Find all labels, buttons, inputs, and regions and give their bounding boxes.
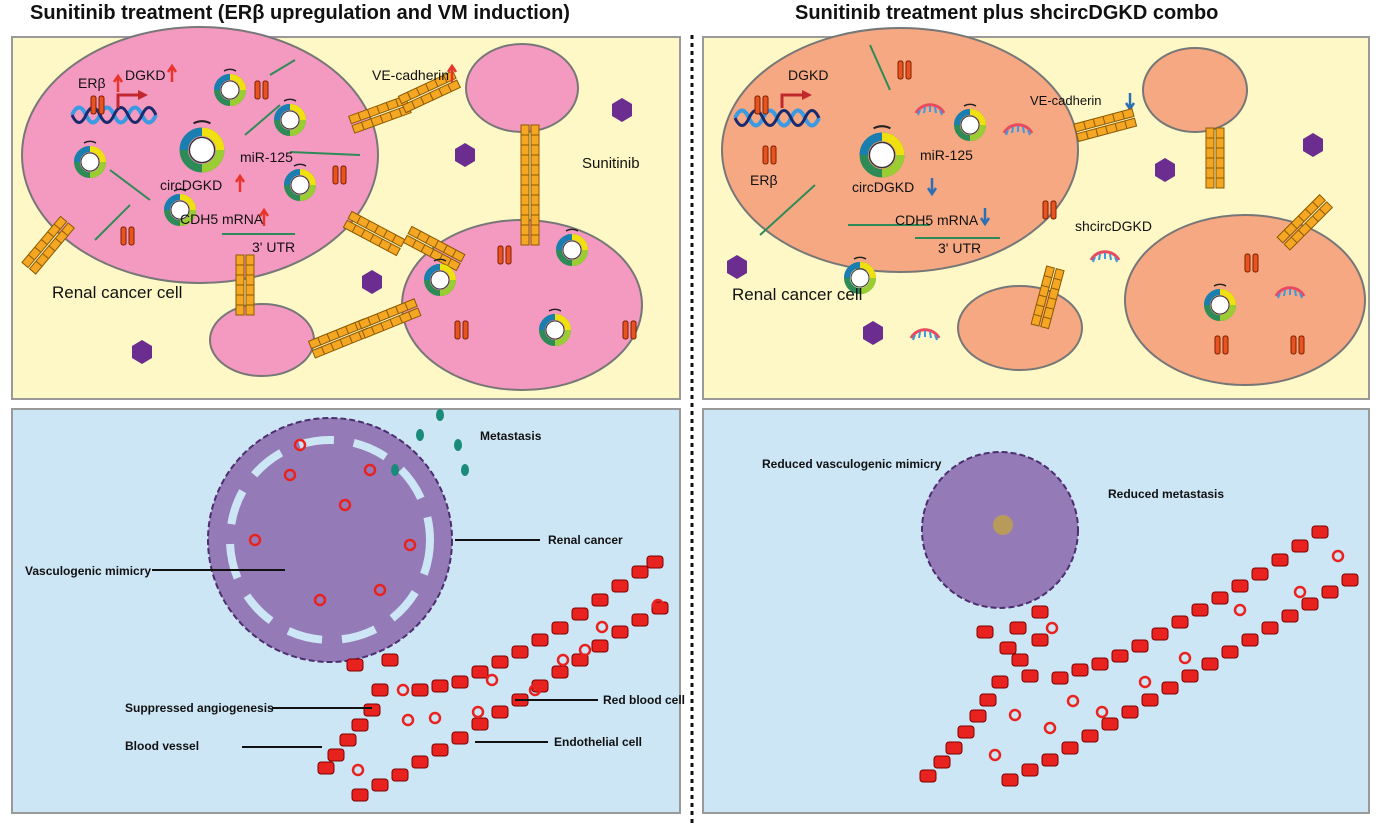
left-mirna-strand-2 [289,151,361,156]
left-dna-helix [70,105,158,125]
left-mirna-strand-4 [94,204,131,241]
right-promoter-arrowhead-icon [802,90,812,100]
right-promoter-arrow-icon [780,93,802,108]
right-label-erb: ERβ [750,172,778,188]
left-vecadherin-up-arrow-icon [446,63,458,82]
right-label-renal-cell: Renal cancer cell [732,285,862,304]
left-label-erb: ERβ [78,75,106,91]
left-label-vessel: Blood vessel [125,739,199,753]
right-label-utr: 3' UTR [938,240,981,256]
left-mirna-strand-5 [269,59,296,76]
right-label-reduced-meta: Reduced metastasis [1108,487,1224,501]
left-cell-bottom-small [209,303,315,377]
left-tumor-mass [207,417,453,663]
left-small-cell-top [465,43,579,133]
left-dgkd-up-arrow-icon [166,63,178,82]
left-label-rbc: Red blood cell [603,693,685,707]
right-cdh5-down-arrow-icon [979,208,991,227]
left-label-vm: Vasculogenic mimicry [25,564,151,578]
right-label-cdh5: CDH5 mRNA [895,212,979,228]
right-label-mir125: miR-125 [920,147,973,163]
right-tumor-mass [921,451,1079,609]
left-label-utr: 3' UTR [252,239,295,255]
right-mirna-strand-2 [759,184,816,236]
left-label-renal-cancer: Renal cancer [548,533,623,547]
right-dna-helix [733,108,821,128]
left-label-suppressed: Suppressed angiogenesis [125,701,274,715]
left-circdgkd-up-arrow-icon [234,173,246,192]
left-label-cdh5: CDH5 mRNA [180,211,264,227]
left-label-vecadherin: VE-cadherin [372,67,449,83]
right-cell-bottom-small [957,285,1083,371]
left-mirna-strand-3 [109,169,151,201]
left-label-circdgkd: circDGKD [160,177,222,193]
left-erb-up-arrow-icon [112,73,124,92]
right-circdgkd-down-arrow-icon [926,178,938,197]
left-label-renal-cell: Renal cancer cell [52,283,182,302]
left-label-metastasis: Metastasis [480,429,542,443]
right-mirna-strand [869,44,891,91]
right-label-circdgkd: circDGKD [852,179,914,195]
left-cdh5-up-arrow-icon [258,207,270,226]
left-promoter-arrow-icon [116,93,138,108]
left-label-mir125: miR-125 [240,149,293,165]
right-label-reduced-vm: Reduced vasculogenic mimicry [762,457,942,471]
left-label-sunitinib: Sunitinib [582,155,640,172]
left-metastasis-cells [391,409,469,476]
right-small-cell-top [1142,47,1248,133]
left-label-dgkd: DGKD [125,67,165,83]
left-panel-title: Sunitinib treatment (ERβ upregulation an… [30,2,570,24]
right-label-vecadherin: VE-cadherin [1030,93,1102,108]
left-mirna-strand [244,104,281,136]
right-panel-title: Sunitinib treatment plus shcircDGKD comb… [795,2,1219,24]
left-promoter-arrowhead-icon [138,90,148,100]
right-cell-bottom-right [1124,214,1366,386]
right-label-shcircdgkd: shcircDGKD [1075,218,1152,234]
left-label-endothelial: Endothelial cell [554,735,642,749]
right-label-dgkd: DGKD [788,67,828,83]
